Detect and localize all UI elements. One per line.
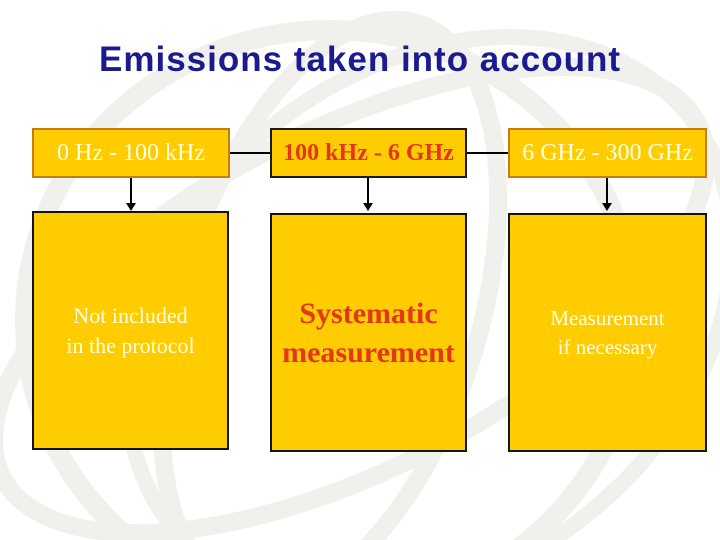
down-arrow-right — [601, 178, 613, 212]
result-text-line: Not included — [73, 302, 188, 328]
result-box-systematic-measurement: Systematic measurement — [270, 213, 467, 452]
result-text-line: in the protocol — [66, 332, 195, 358]
range-box-100khz-6ghz: 100 kHz - 6 GHz — [270, 128, 467, 178]
result-box-not-included: Not included in the protocol — [32, 211, 229, 450]
result-text-line: if necessary — [557, 334, 658, 359]
range-box-6ghz-300ghz: 6 GHz - 300 GHz — [508, 128, 707, 178]
range-label: 0 Hz - 100 kHz — [57, 139, 205, 166]
connector-line-right — [467, 152, 508, 154]
range-box-0hz-100khz: 0 Hz - 100 kHz — [32, 128, 230, 178]
down-arrow-left — [125, 178, 137, 212]
result-text-line: measurement — [282, 335, 455, 369]
arrow-head-icon — [126, 203, 136, 211]
arrow-stem — [367, 178, 369, 204]
result-box-measurement-if-necessary: Measurement if necessary — [508, 213, 707, 452]
down-arrow-middle — [362, 178, 374, 212]
range-label: 6 GHz - 300 GHz — [522, 139, 693, 166]
arrow-head-icon — [363, 203, 373, 211]
result-text-line: Systematic — [299, 296, 438, 330]
connector-line-left — [230, 152, 270, 154]
range-label: 100 kHz - 6 GHz — [283, 139, 454, 166]
arrow-stem — [606, 178, 608, 204]
arrow-head-icon — [602, 203, 612, 211]
arrow-stem — [130, 178, 132, 204]
result-text-line: Measurement — [550, 306, 665, 331]
slide-title: Emissions taken into account — [99, 40, 621, 79]
